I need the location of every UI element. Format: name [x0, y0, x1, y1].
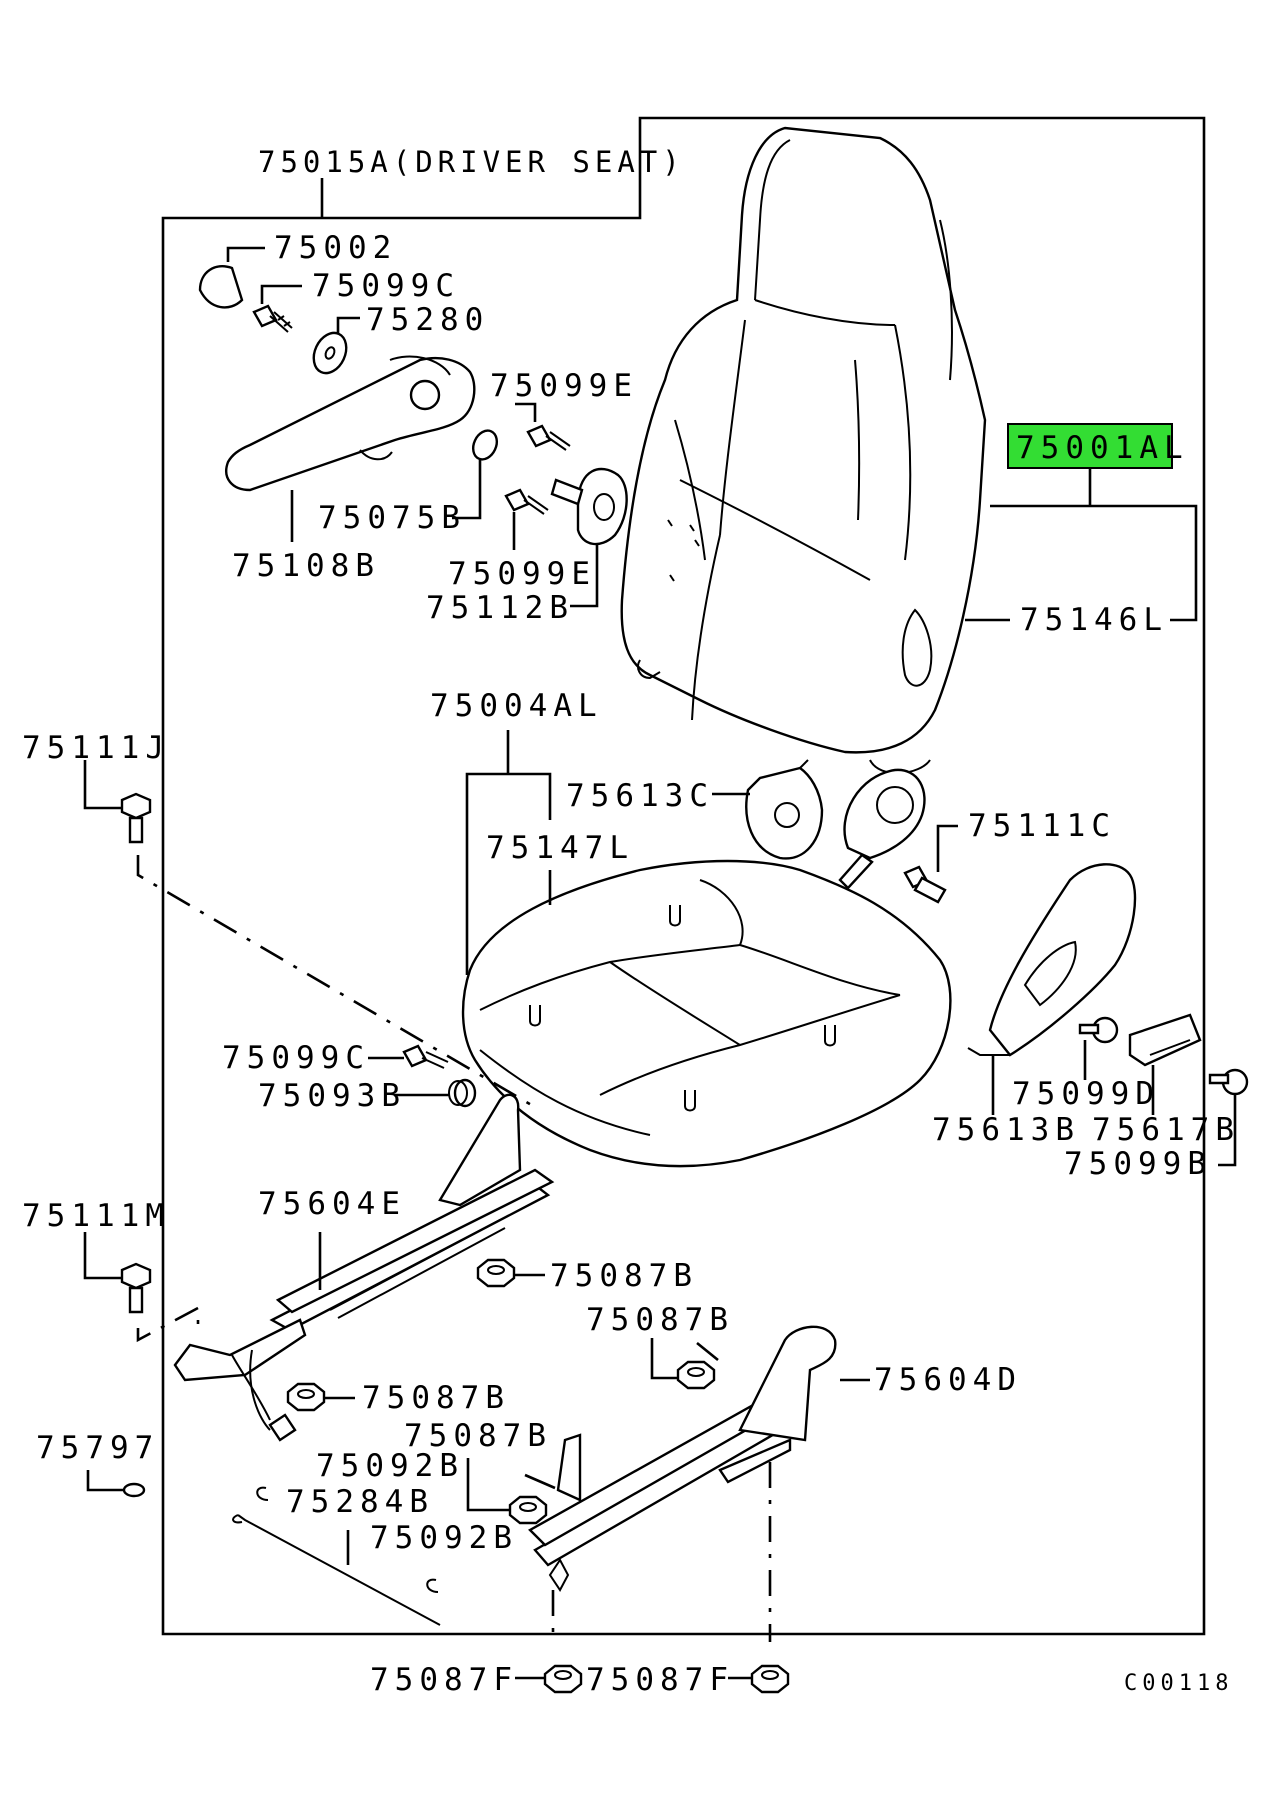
part-label-75004AL[interactable]: 75004AL [430, 688, 603, 724]
clip-75092B-b [426, 1578, 439, 1593]
part-label-75002[interactable]: 75002 [274, 230, 397, 266]
nut-75087B-b [286, 1382, 326, 1412]
part-label-75108B[interactable]: 75108B [232, 548, 380, 584]
part-label-75099B[interactable]: 75099B [1064, 1146, 1212, 1182]
screw-illustration [252, 304, 293, 333]
screw-e-top-illustration [526, 424, 571, 451]
assembly-boundary [161, 116, 1206, 1636]
part-label-75099E-mid[interactable]: 75099E [448, 556, 596, 592]
centerline-left-lower [136, 1305, 200, 1343]
part-label-75146L[interactable]: 75146L [1020, 602, 1168, 638]
leader-75099E-top [515, 402, 537, 422]
bracket-illustration [550, 467, 628, 546]
leader-75111M [83, 1232, 122, 1280]
leader-75280 [336, 316, 360, 334]
part-label-75099E-top[interactable]: 75099E [490, 368, 638, 404]
part-label-75099C-top[interactable]: 75099C [312, 268, 460, 304]
part-label-75604D[interactable]: 75604D [874, 1362, 1022, 1398]
pin-75099B-illustration [1208, 1068, 1249, 1096]
seat-rail-left-illustration [173, 1093, 555, 1442]
nut-75087B-d [508, 1495, 548, 1525]
screw-mid-illustration [402, 1044, 449, 1069]
clip-illustration [198, 265, 244, 309]
seat-back-illustration [620, 126, 987, 775]
nut-75087B-c [676, 1360, 716, 1390]
side-cover-illustration [967, 863, 1137, 1057]
lever-bar [231, 1354, 271, 1421]
leader-75112B [570, 545, 599, 608]
leader-75001AL [990, 468, 1198, 622]
clip-75092B-a [256, 1486, 269, 1501]
part-label-75617B[interactable]: 75617B [1092, 1112, 1240, 1148]
part-label-75087B-d[interactable]: 75087B [404, 1418, 552, 1454]
part-label-75797[interactable]: 75797 [36, 1430, 159, 1466]
part-label-75092B-b[interactable]: 75092B [370, 1520, 518, 1556]
leader-75111J [83, 760, 122, 810]
leader-75002 [226, 246, 265, 262]
part-label-75075B[interactable]: 75075B [318, 500, 466, 536]
recliner-hinge-illustration [838, 768, 926, 890]
bolt-75111M-illustration [120, 1262, 152, 1314]
part-label-75613B[interactable]: 75613B [932, 1112, 1080, 1148]
part-label-75111M[interactable]: 75111M [22, 1198, 170, 1234]
leader-75797 [86, 1470, 124, 1492]
pin-75099D-illustration [1078, 1016, 1119, 1044]
part-label-75099C-mid[interactable]: 75099C [222, 1040, 370, 1076]
part-label-75087F-b[interactable]: 75087F [586, 1662, 734, 1698]
part-label-75147L[interactable]: 75147L [486, 830, 634, 866]
part-label-75112B[interactable]: 75112B [426, 590, 574, 626]
bushing-75093B [453, 1078, 477, 1108]
part-label-75092B-a[interactable]: 75092B [316, 1448, 464, 1484]
leader-75099C-top [260, 284, 302, 304]
part-label-75093B[interactable]: 75093B [258, 1078, 406, 1114]
part-label-75099D[interactable]: 75099D [1012, 1076, 1160, 1112]
screw-e-mid-illustration [504, 488, 549, 515]
nut-75087F-b [750, 1664, 790, 1694]
seat-rail-right-illustration [528, 1325, 837, 1592]
bolt-75111J-illustration [120, 792, 152, 844]
seat-cushion-illustration [461, 859, 952, 1168]
leader-75075B [452, 460, 482, 520]
nut-75087B-a [476, 1258, 516, 1288]
nut-75087F-a [543, 1664, 583, 1694]
part-label-75280[interactable]: 75280 [366, 302, 489, 338]
part-label-75001AL[interactable]: 75001AL [1016, 430, 1189, 466]
hinge-cover-illustration [745, 759, 824, 860]
part-label-75284B[interactable]: 75284B [286, 1484, 434, 1520]
washer-illustration [312, 331, 348, 375]
part-label-75087F-a[interactable]: 75087F [370, 1662, 518, 1698]
part-label-75087B-b[interactable]: 75087B [362, 1380, 510, 1416]
leader-75099B [1218, 1095, 1237, 1167]
leader-75111C [936, 824, 958, 872]
part-label-75087B-a[interactable]: 75087B [550, 1258, 698, 1294]
washer-small-illustration [471, 429, 499, 461]
bolt-75111C-illustration [903, 865, 947, 904]
part-label-75111C[interactable]: 75111C [968, 808, 1116, 844]
leader-75087B-c [650, 1338, 719, 1380]
clip-75797 [122, 1482, 146, 1498]
part-label-75111J[interactable]: 75111J [22, 730, 170, 766]
leader-75004AL [465, 730, 552, 975]
part-label-75604E[interactable]: 75604E [258, 1186, 406, 1222]
leader-75087B-d [466, 1458, 556, 1512]
drawing-code: C00118 [1124, 1671, 1233, 1696]
part-label-75087B-c[interactable]: 75087B [586, 1302, 734, 1338]
centerline-left [136, 855, 541, 1112]
highlight-box-75001AL[interactable] [1007, 423, 1173, 469]
assembly-label: 75015A(DRIVER SEAT) [258, 145, 685, 179]
knob-75617B-illustration [1128, 1013, 1202, 1067]
part-label-75613C[interactable]: 75613C [566, 778, 714, 814]
wire-75284B [232, 1514, 441, 1626]
recliner-lever-illustration [225, 355, 476, 492]
